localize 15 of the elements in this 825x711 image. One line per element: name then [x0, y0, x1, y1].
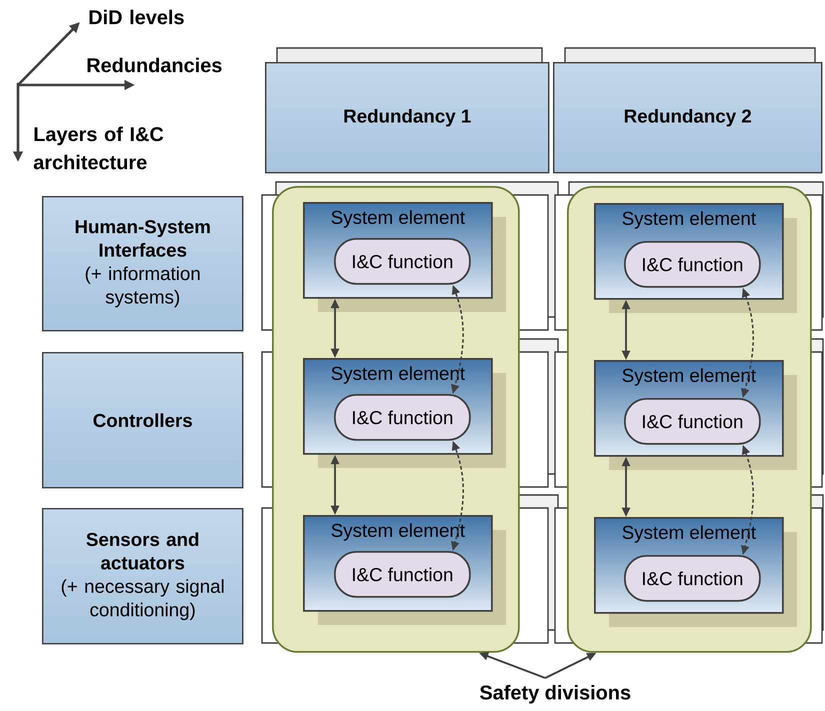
function-box: I&C function — [334, 394, 471, 441]
axis-label: DiD levels — [90, 10, 184, 24]
redundancy-box: Redundancy 2 — [553, 47, 822, 174]
function-box: I&C function — [334, 238, 471, 285]
layer-box: Controllers — [42, 352, 244, 488]
layer-box: Human-System Interfaces (+ information systems) — [42, 196, 244, 332]
function-box: I&C function — [624, 241, 761, 288]
caption-text: Safety divisions — [480, 684, 630, 704]
axis-label: Redundancies — [88, 58, 222, 72]
function-box: I&C function — [624, 555, 761, 602]
function-box: I&C function — [624, 398, 761, 445]
function-box: I&C function — [334, 551, 471, 598]
axis-label: Layers of I&C architecture — [34, 126, 164, 170]
redundancy-box: Redundancy 1 — [265, 47, 550, 174]
layer-box: Sensors and actuators (+ necessary signal conditioning) — [42, 508, 244, 644]
